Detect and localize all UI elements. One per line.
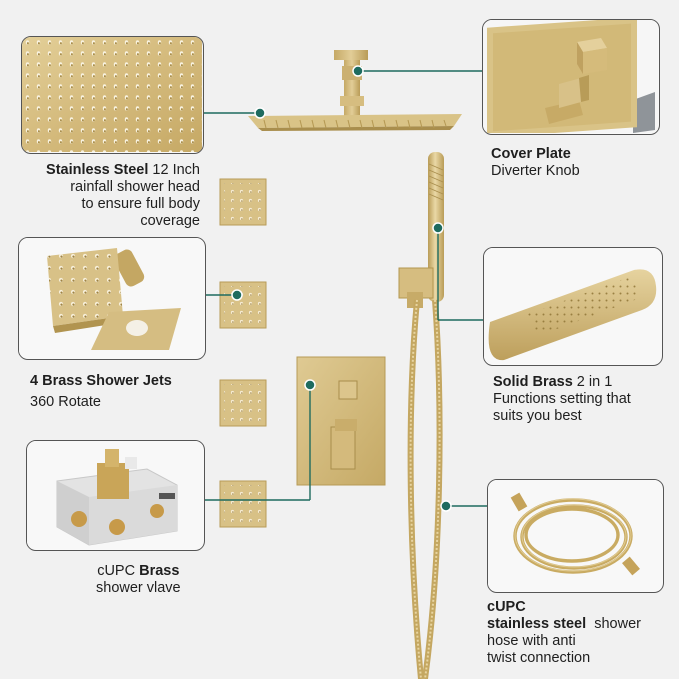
hand-shower-head-image — [484, 248, 661, 364]
cover-plate-callout-bold: Cover Plate — [491, 146, 571, 162]
body-jet-4 — [219, 480, 267, 528]
hose-callout-bold: stainless steel — [487, 616, 587, 632]
hose-callout: cUPC stainless steel shower hose with an… — [487, 599, 641, 667]
hand-shower-detail-panel — [483, 247, 663, 366]
valve-callout-line2: shower vlave — [96, 580, 181, 596]
valve-detail-panel — [26, 440, 205, 551]
valve-callout: cUPC Brass shower vlave — [96, 563, 181, 597]
shower-head-callout-line4: coverage — [140, 213, 200, 229]
shower-jets-callout-line2: 360 Rotate — [30, 394, 101, 410]
cover-plate-callout-line2: Diverter Knob — [491, 163, 580, 179]
rainfall-shower-head — [248, 50, 462, 131]
valve-callout-prefix: cUPC — [97, 563, 140, 579]
shower-head-callout-size: 12 Inch — [148, 162, 200, 178]
shower-jet-detail-panel — [18, 237, 206, 360]
cover-plate-callout: Cover Plate Diverter Knob — [491, 146, 580, 180]
body-jet-2 — [219, 281, 267, 329]
shower-head-callout-bold: Stainless Steel — [46, 162, 149, 178]
hand-shower-callout-line2: Functions setting that — [493, 391, 631, 407]
brass-valve-image — [27, 441, 203, 549]
shower-jet-image — [19, 238, 204, 358]
shower-head-callout: Stainless Steel 12 Inch rainfall shower … — [46, 162, 200, 230]
hand-shower-callout-bold: Solid Brass — [493, 374, 573, 390]
hose-callout-shower: shower — [586, 616, 641, 632]
valve-trim-plate — [296, 356, 386, 486]
shower-head-callout-line3: to ensure full body — [81, 196, 201, 212]
body-jet-3 — [219, 379, 267, 427]
hose-callout-line3: hose with anti — [487, 633, 576, 649]
shower-head-nozzle-image — [22, 37, 202, 152]
shower-head-detail-panel — [21, 36, 204, 154]
body-jet-1 — [219, 178, 267, 226]
valve-callout-bold: Brass — [139, 563, 180, 579]
hand-shower-and-bracket — [398, 152, 444, 308]
hose-callout-cupc: cUPC — [487, 599, 526, 615]
shower-jets-callout: 4 Brass Shower Jets 360 Rotate — [30, 371, 172, 413]
shower-hose — [407, 299, 443, 679]
cover-plate-image — [483, 20, 658, 133]
shower-jets-callout-bold: 4 Brass Shower Jets — [30, 373, 172, 389]
coiled-hose-image — [488, 480, 662, 591]
hose-callout-line4: twist connection — [487, 650, 591, 666]
hand-shower-callout-functions: 2 in 1 — [572, 374, 613, 390]
hand-shower-callout-line3: suits you best — [493, 408, 582, 424]
hand-shower-callout: Solid Brass 2 in 1 Functions setting tha… — [493, 374, 631, 425]
hose-detail-panel — [487, 479, 664, 593]
shower-head-callout-line2: rainfall shower head — [70, 179, 200, 195]
cover-plate-detail-panel — [482, 19, 660, 135]
